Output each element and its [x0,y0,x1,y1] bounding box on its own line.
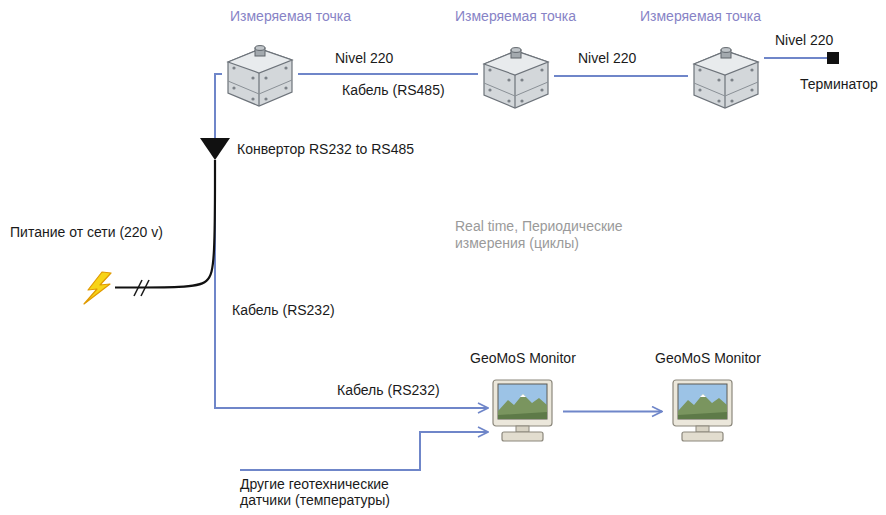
cable-label: Кабель (RS232) [232,302,335,319]
power-label: Питание от сети (220 v) [10,224,163,241]
model-label: Nivel 220 [578,50,636,67]
cable-label: Кабель (RS485) [340,82,447,99]
signal-cable [215,74,222,138]
tilt-sensor-housing [478,40,554,112]
terminator-label: Терминатор [800,76,878,93]
converter: Конвертор RS232 to RS485 [200,138,414,160]
computer-monitor [490,378,555,445]
monitor-label: GeoMoS Monitor [470,350,576,367]
signal-cable [298,73,478,75]
monitor-station: GeoMoS Monitor [490,378,555,445]
mode-note: Real time, Периодические измерения (цикл… [455,218,670,252]
terminator-block [827,52,839,64]
sensor-source: Другие геотехнические датчики (температу… [240,476,415,508]
computer-monitor [670,378,735,445]
signal-cable [554,75,688,77]
point-heading: Измеряемая точка [455,8,576,25]
power-lightning [80,270,115,305]
measuring-point: Измеряемая точка [478,40,550,110]
model-label: Nivel 220 [335,50,393,67]
model-label: Nivel 220 [775,32,833,49]
tilt-sensor-housing [688,40,764,112]
sensor-label: Другие геотехнические датчики (температу… [240,476,415,508]
signal-cable [215,160,488,408]
point-heading: Измеряемая точка [640,8,761,25]
monitor-station: GeoMoS Monitor [670,378,735,445]
converter-label: Конвертор RS232 to RS485 [237,141,414,158]
measuring-point: Измеряемая точка [688,40,760,110]
converter-triangle [200,138,230,160]
terminator: Терминатор [827,52,839,64]
signal-cable [240,432,488,470]
power-cable [115,160,215,288]
signal-cable [764,57,827,59]
measuring-point: Измеряемая точка [222,38,298,110]
power-supply: Питание от сети (220 v) [80,270,115,305]
cable-label: Кабель (RS232) [335,382,442,399]
monitor-label: GeoMoS Monitor [655,350,761,367]
signal-cable [563,411,662,413]
tilt-sensor-housing [222,38,298,110]
point-heading: Измеряемая точка [230,8,351,25]
